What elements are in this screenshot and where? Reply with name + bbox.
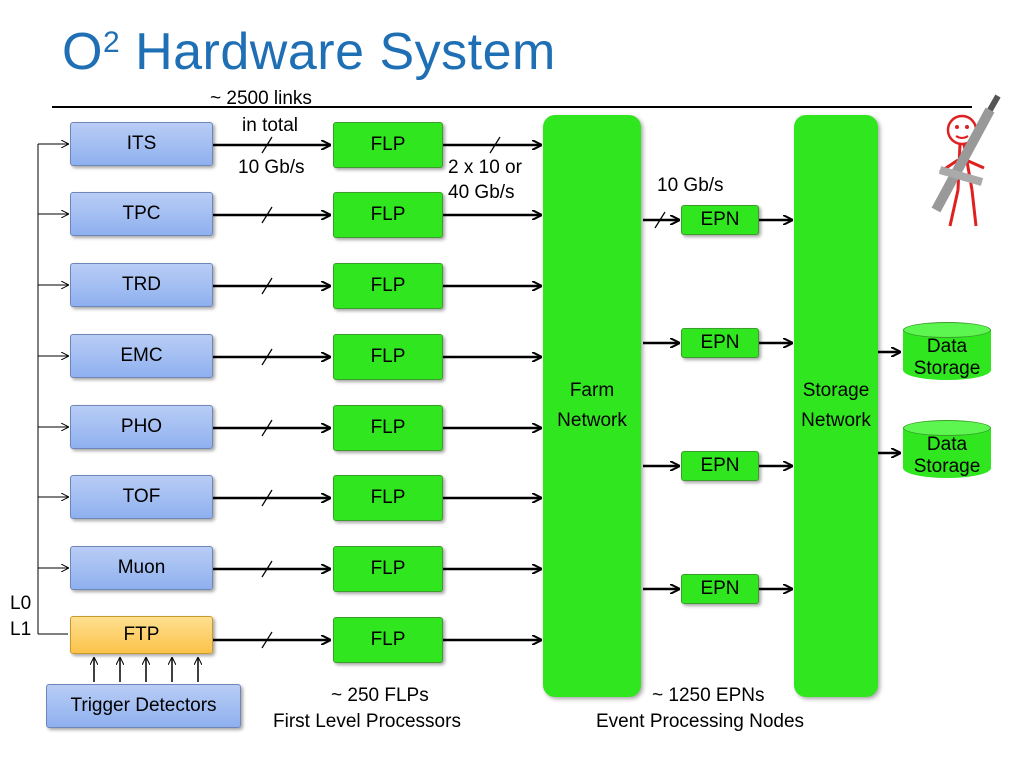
epn-caption-1: ~ 1250 EPNs (652, 685, 765, 706)
epn-box: EPN (681, 574, 759, 604)
epn-caption-2: Event Processing Nodes (596, 711, 805, 732)
links-rate-label: 10 Gb/s (238, 157, 305, 178)
links-label-2: in total (242, 115, 298, 136)
page-title: O2 Hardware System (62, 23, 556, 81)
detector-box-its: ITS (70, 122, 213, 166)
flp-rate-label-1: 2 x 10 or (448, 157, 522, 178)
flp-box: FLP (333, 546, 443, 592)
flp-caption-1: ~ 250 FLPs (331, 685, 429, 706)
l0-label: L0 (10, 593, 32, 614)
detector-box-emc: EMC (70, 334, 213, 378)
detector-box-tof: TOF (70, 475, 213, 519)
detector-box-muon: Muon (70, 546, 213, 590)
trigger-detectors-box: Trigger Detectors (46, 684, 241, 728)
title-rule (52, 106, 972, 108)
flp-box: FLP (333, 192, 443, 238)
robot-mascot-icon (931, 94, 1001, 227)
flp-box: FLP (333, 405, 443, 451)
flp-box: FLP (333, 263, 443, 309)
flp-caption-2: First Level Processors (273, 711, 461, 732)
flp-box: FLP (333, 617, 443, 663)
detector-box-tpc: TPC (70, 192, 213, 236)
ftp-box: FTP (70, 616, 213, 654)
detector-box-trd: TRD (70, 263, 213, 307)
detector-box-pho: PHO (70, 405, 213, 449)
epn-box: EPN (681, 328, 759, 358)
links-label-1: ~ 2500 links (210, 88, 312, 109)
epn-box: EPN (681, 205, 759, 235)
flp-rate-label-2: 40 Gb/s (448, 182, 515, 203)
flp-box: FLP (333, 334, 443, 380)
epn-rate-label: 10 Gb/s (657, 175, 724, 196)
l1-label: L1 (10, 619, 32, 640)
epn-box: EPN (681, 451, 759, 481)
flp-box: FLP (333, 122, 443, 168)
flp-box: FLP (333, 475, 443, 521)
